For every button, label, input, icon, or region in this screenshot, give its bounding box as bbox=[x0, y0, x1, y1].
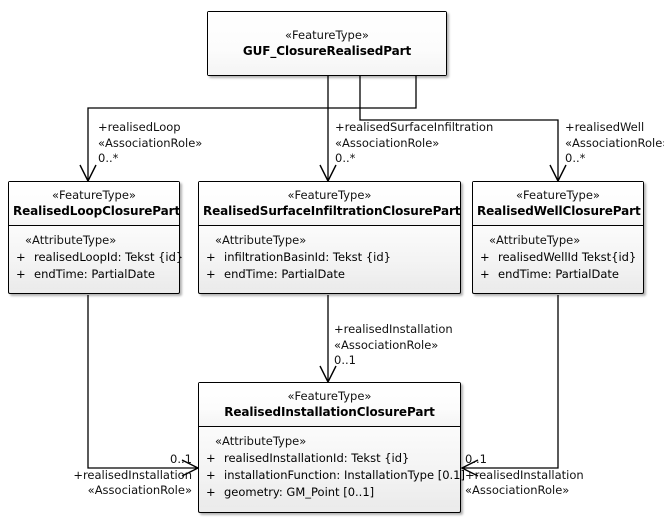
association-multiplicity: 0..* bbox=[98, 151, 119, 165]
class-name: GUF_ClosureRealisedPart bbox=[242, 44, 412, 58]
visibility-marker: + bbox=[16, 250, 26, 264]
association-role: +realisedInstallation bbox=[465, 467, 584, 482]
association-multiplicity: 0..* bbox=[335, 151, 356, 165]
arrowhead-surface bbox=[319, 164, 337, 183]
visibility-marker: + bbox=[480, 267, 490, 281]
association-role: +realisedLoop bbox=[98, 120, 181, 134]
association-stereotype: «AssociationRole» bbox=[87, 483, 192, 497]
attribute-stereotype: «AttributeType» bbox=[25, 233, 117, 247]
attribute-text: endTime: PartialDate bbox=[224, 267, 345, 281]
class-stereotype: «FeatureType» bbox=[285, 28, 369, 42]
visibility-marker: + bbox=[206, 267, 216, 281]
association-multiplicity: 0..1 bbox=[465, 452, 487, 466]
class-attributes: «AttributeType» + realisedInstallationId… bbox=[199, 427, 465, 507]
visibility-marker: + bbox=[206, 468, 216, 482]
attribute-row: + geometry: GM_Point [0..1] bbox=[206, 484, 457, 501]
class-box-guf-closure-realised-part[interactable]: «FeatureType» GUF_ClosureRealisedPart bbox=[207, 11, 447, 76]
class-name: RealisedLoopClosurePart bbox=[13, 204, 181, 218]
attribute-text: realisedInstallationId: Tekst {id} bbox=[224, 451, 410, 465]
attribute-row: + infiltrationBasinId: Tekst {id} bbox=[206, 249, 457, 266]
attribute-text: endTime: PartialDate bbox=[34, 267, 155, 281]
association-label-realised-loop: +realisedLoop «AssociationRole» 0..* bbox=[98, 120, 202, 167]
attribute-text: realisedLoopId: Tekst {id} bbox=[34, 250, 184, 264]
class-name: RealisedWellClosurePart bbox=[477, 204, 641, 218]
class-name: RealisedSurfaceInfiltrationClosurePart bbox=[203, 204, 461, 218]
visibility-marker: + bbox=[206, 485, 216, 499]
association-label-realised-installation-center: +realisedInstallation «AssociationRole» … bbox=[334, 322, 453, 369]
class-header: «FeatureType» GUF_ClosureRealisedPart bbox=[208, 12, 446, 75]
association-stereotype: «AssociationRole» bbox=[465, 483, 570, 497]
arrowhead-loop bbox=[79, 164, 97, 183]
attribute-row: + realisedInstallationId: Tekst {id} bbox=[206, 450, 457, 467]
visibility-marker: + bbox=[206, 250, 216, 264]
class-attributes: «AttributeType» + realisedWellId Tekst{i… bbox=[473, 226, 643, 289]
association-label-realised-surface-infiltration: +realisedSurfaceInfiltration «Associatio… bbox=[335, 120, 493, 167]
class-box-realised-surface-infiltration-closure-part[interactable]: «FeatureType» RealisedSurfaceInfiltratio… bbox=[198, 181, 461, 294]
class-stereotype: «FeatureType» bbox=[287, 389, 372, 403]
association-stereotype: «AssociationRole» bbox=[335, 135, 440, 150]
association-label-realised-well: +realisedWell «AssociationRole» 0..* bbox=[565, 120, 664, 167]
association-role: +realisedWell bbox=[565, 120, 645, 134]
attribute-row: + realisedLoopId: Tekst {id} bbox=[16, 249, 183, 266]
attribute-stereotype: «AttributeType» bbox=[215, 434, 307, 448]
class-stereotype: «FeatureType» bbox=[516, 188, 600, 202]
attribute-text: endTime: PartialDate bbox=[498, 267, 619, 281]
class-header: «FeatureType» RealisedSurfaceInfiltratio… bbox=[199, 182, 461, 226]
attribute-text: infiltrationBasinId: Tekst {id} bbox=[224, 250, 391, 264]
visibility-marker: + bbox=[480, 250, 490, 264]
attribute-row: + realisedWellId Tekst{id} bbox=[480, 249, 640, 266]
arrowhead-well bbox=[549, 164, 567, 183]
attribute-stereotype: «AttributeType» bbox=[215, 233, 307, 247]
class-stereotype: «FeatureType» bbox=[52, 188, 136, 202]
class-box-realised-installation-closure-part[interactable]: «FeatureType» RealisedInstallationClosur… bbox=[198, 382, 465, 513]
association-role: +realisedInstallation bbox=[334, 322, 453, 336]
association-label-realised-installation-left: 0..1 +realisedInstallation «AssociationR… bbox=[30, 452, 192, 499]
association-role: +realisedInstallation bbox=[73, 467, 192, 482]
association-stereotype: «AssociationRole» bbox=[334, 337, 439, 352]
visibility-marker: + bbox=[206, 451, 216, 465]
attribute-text: installationFunction: InstallationType [… bbox=[224, 468, 465, 482]
association-stereotype: «AssociationRole» bbox=[565, 135, 664, 150]
attribute-row: + endTime: PartialDate bbox=[16, 266, 176, 283]
class-header: «FeatureType» RealisedLoopClosurePart bbox=[9, 182, 181, 226]
class-stereotype: «FeatureType» bbox=[287, 188, 372, 202]
connector-loop-to-installation bbox=[87, 295, 198, 469]
class-name: RealisedInstallationClosurePart bbox=[224, 405, 435, 419]
connector-well-to-installation bbox=[462, 295, 559, 469]
association-role: +realisedSurfaceInfiltration bbox=[335, 120, 494, 134]
class-box-realised-loop-closure-part[interactable]: «FeatureType» RealisedLoopClosurePart «A… bbox=[8, 181, 183, 294]
attribute-text: geometry: GM_Point [0..1] bbox=[224, 485, 375, 499]
attribute-row: + endTime: PartialDate bbox=[206, 266, 457, 283]
association-label-realised-installation-right: 0..1 +realisedInstallation «AssociationR… bbox=[465, 452, 584, 499]
class-attributes: «AttributeType» + infiltrationBasinId: T… bbox=[199, 226, 460, 289]
class-header: «FeatureType» RealisedInstallationClosur… bbox=[199, 383, 460, 427]
attribute-row: + endTime: PartialDate bbox=[480, 266, 640, 283]
association-multiplicity: 0..* bbox=[565, 151, 586, 165]
association-multiplicity: 0..1 bbox=[170, 452, 192, 466]
class-attributes: «AttributeType» + realisedLoopId: Tekst … bbox=[9, 226, 183, 289]
class-header: «FeatureType» RealisedWellClosurePart bbox=[473, 182, 643, 226]
attribute-stereotype: «AttributeType» bbox=[489, 233, 581, 247]
association-stereotype: «AssociationRole» bbox=[98, 135, 203, 150]
attribute-text: realisedWellId Tekst{id} bbox=[498, 250, 637, 264]
class-box-realised-well-closure-part[interactable]: «FeatureType» RealisedWellClosurePart «A… bbox=[472, 181, 644, 294]
association-multiplicity: 0..1 bbox=[334, 353, 356, 367]
visibility-marker: + bbox=[16, 267, 26, 281]
attribute-row: + installationFunction: InstallationType… bbox=[206, 467, 465, 484]
